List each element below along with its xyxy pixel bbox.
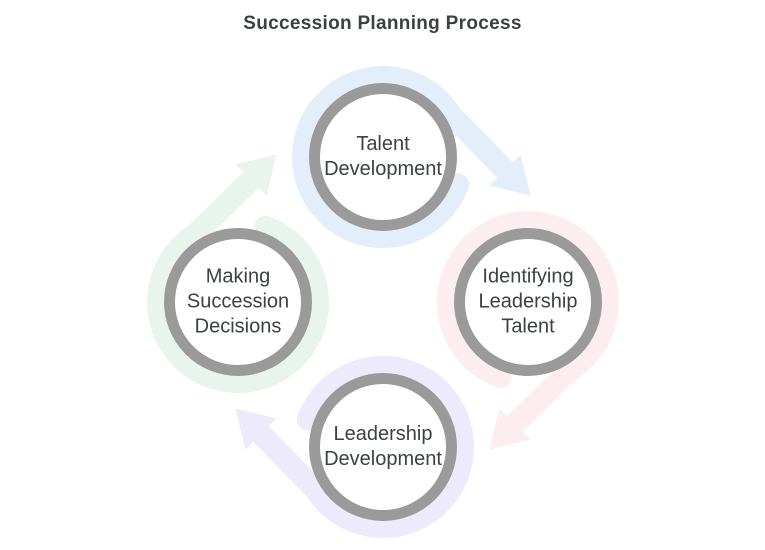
node-circle-leadership-development — [309, 373, 457, 521]
node-circle-talent-development — [309, 83, 457, 231]
node-circle-identifying-leadership-talent — [454, 228, 602, 376]
node-label-leadership-development: Leadership Development — [324, 423, 442, 470]
node-label-talent-development: Talent Development — [324, 133, 442, 180]
node-label-making-succession-decisions: Making Succession Decisions — [186, 265, 290, 338]
diagram-title: Succession Planning Process — [243, 13, 522, 34]
node-label-identifying-leadership-talent: Identifying Leadership Talent — [478, 265, 578, 338]
node-circle-making-succession-decisions — [164, 228, 312, 376]
